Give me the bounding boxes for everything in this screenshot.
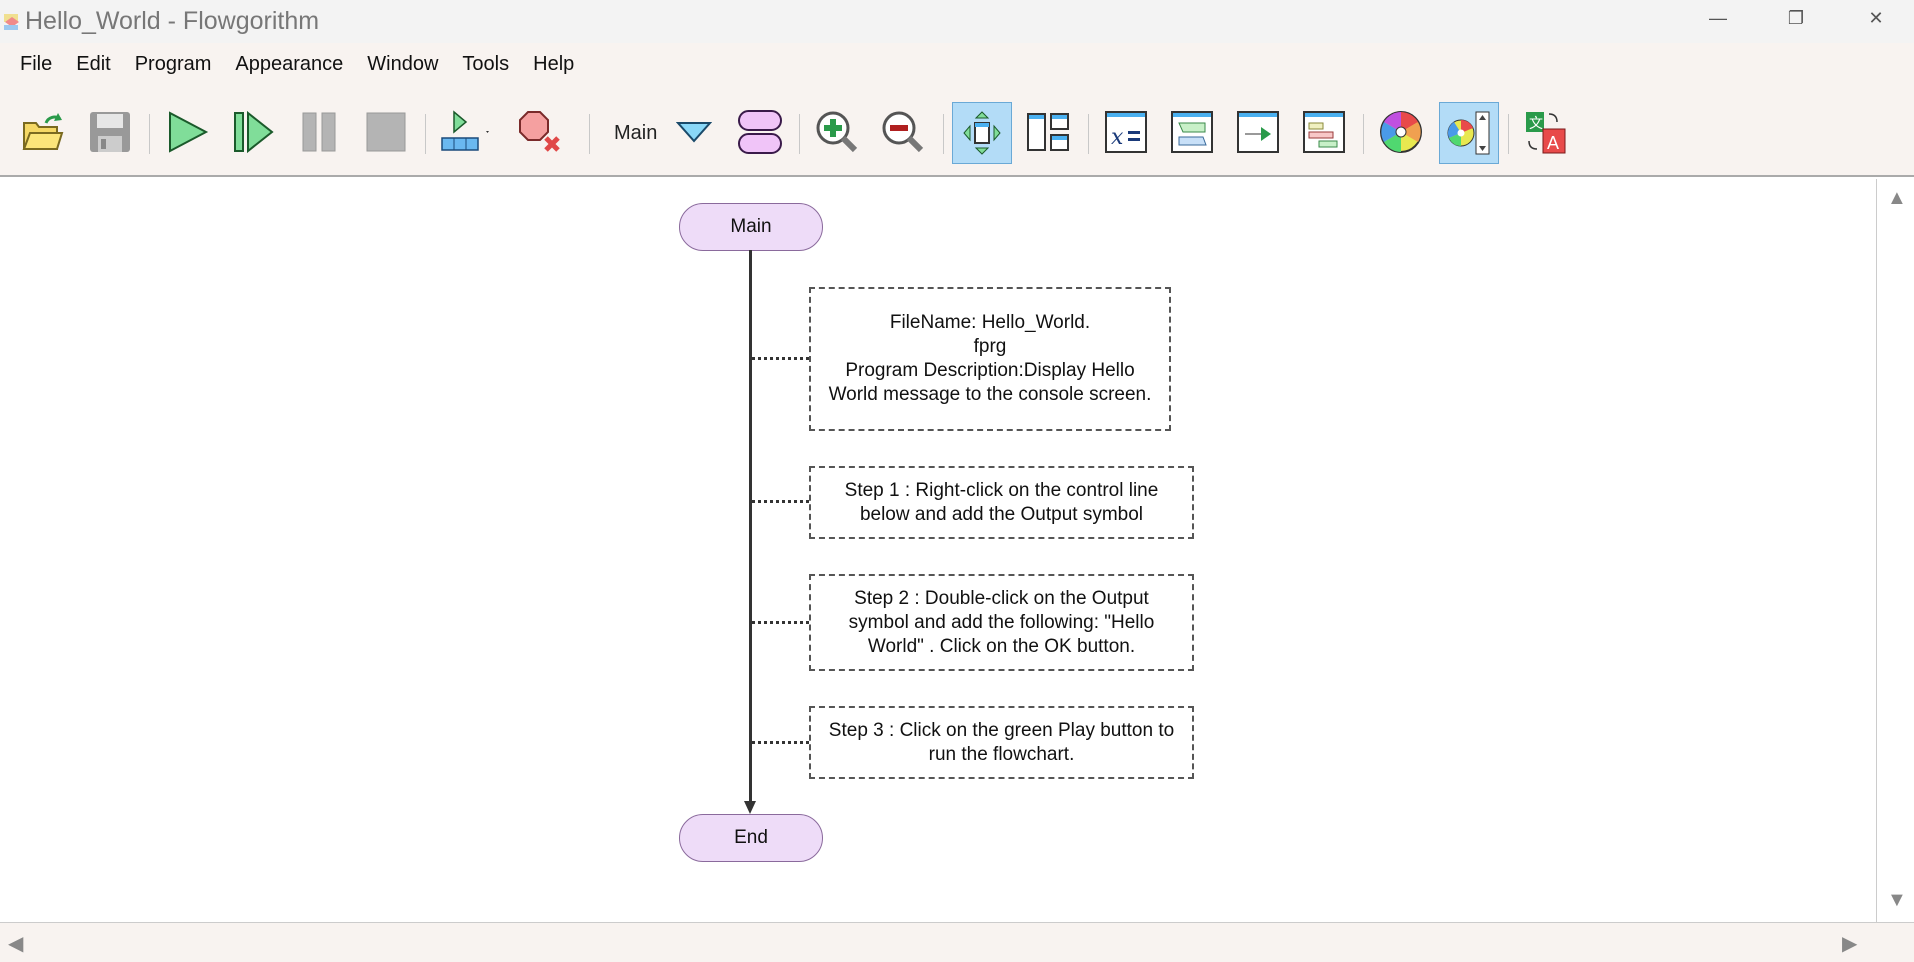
scroll-right-icon[interactable]: ▶: [1842, 933, 1858, 955]
minimize-button[interactable]: —: [1709, 8, 1727, 28]
open-folder-icon: [22, 113, 64, 150]
pause-button[interactable]: [292, 104, 348, 160]
svg-text:x: x: [1111, 125, 1124, 150]
layout-flowchart-button[interactable]: [952, 102, 1012, 164]
function-label: Main: [614, 122, 658, 144]
code-blocks-icon: [1303, 111, 1345, 153]
comment-box[interactable]: FileName: Hello_World. fprg Program Desc…: [809, 287, 1171, 431]
window-title: Hello_World - Flowgorithm: [25, 7, 320, 35]
horizontal-scrollbar[interactable]: ◀ ▶: [0, 922, 1914, 962]
control-line[interactable]: [749, 250, 752, 806]
comment-box[interactable]: Step 1 : Right-click on the control line…: [809, 466, 1194, 539]
comment-connector: [752, 357, 809, 360]
zoom-in-button[interactable]: [809, 104, 865, 160]
arrowhead: [744, 801, 756, 814]
play-icon: [169, 111, 209, 153]
console-button[interactable]: [1164, 104, 1220, 160]
zoom-out-icon: [882, 111, 924, 153]
functions-icon: [738, 110, 782, 154]
title-bar: Hello_World - Flowgorithm — ❐ ✕: [0, 0, 1914, 43]
clear-breakpoint-icon: [519, 111, 560, 152]
menu-bar: File Edit Program Appearance Window Tool…: [0, 43, 1914, 86]
variables-icon: x: [1105, 111, 1147, 153]
function-manager-button[interactable]: [732, 104, 788, 160]
window-panels-icon: [1027, 113, 1069, 151]
vertical-scrollbar[interactable]: ▲ ▼: [1876, 179, 1914, 922]
app-icon: [4, 13, 19, 30]
start-terminal[interactable]: Main: [679, 203, 823, 251]
save-button[interactable]: [82, 104, 138, 160]
stop-icon: [366, 112, 406, 152]
scroll-down-icon[interactable]: ▼: [1887, 889, 1907, 911]
step-button[interactable]: [226, 104, 282, 160]
svg-text:文: 文: [1529, 115, 1543, 131]
menu-file[interactable]: File: [20, 53, 53, 75]
comment-box[interactable]: Step 3 : Click on the green Play button …: [809, 706, 1194, 779]
run-speed-icon: [441, 110, 489, 151]
triangle-down-icon: [676, 122, 712, 143]
open-button[interactable]: [15, 104, 71, 160]
color-scheme-button[interactable]: [1373, 104, 1429, 160]
layout-icon: [963, 111, 1001, 155]
translate-icon: 文A: [1526, 112, 1566, 154]
output-button[interactable]: [1230, 104, 1286, 160]
comment-connector: [752, 621, 809, 624]
output-arrow-icon: [1237, 111, 1279, 153]
step-icon: [234, 110, 274, 154]
pause-icon: [302, 112, 336, 152]
variable-watch-button[interactable]: x: [1098, 104, 1154, 160]
menu-edit[interactable]: Edit: [76, 53, 111, 75]
menu-tools[interactable]: Tools: [462, 53, 510, 75]
close-button[interactable]: ✕: [1868, 8, 1884, 28]
flowchart-canvas[interactable]: Main End FileName: Hello_World. fprg Pro…: [0, 179, 1876, 922]
comment-connector: [752, 500, 809, 503]
end-terminal[interactable]: End: [679, 814, 823, 862]
scroll-up-icon[interactable]: ▲: [1887, 187, 1907, 209]
zoom-out-button[interactable]: [875, 104, 931, 160]
color-scroll-button[interactable]: [1439, 102, 1499, 164]
comment-connector: [752, 741, 809, 744]
save-disk-icon: [90, 112, 130, 152]
menu-window[interactable]: Window: [367, 53, 439, 75]
menu-appearance[interactable]: Appearance: [235, 53, 344, 75]
run-speed-dropdown[interactable]: [438, 104, 504, 160]
window-layout-button[interactable]: [1020, 104, 1076, 160]
stop-button[interactable]: [358, 104, 414, 160]
restore-button[interactable]: ❐: [1787, 8, 1805, 28]
color-scroll-icon: [1447, 111, 1490, 155]
comment-box[interactable]: Step 2 : Double-click on the Output symb…: [809, 574, 1194, 671]
code-view-button[interactable]: [1296, 104, 1352, 160]
svg-text:A: A: [1547, 133, 1559, 153]
scroll-left-icon[interactable]: ◀: [8, 933, 24, 955]
zoom-in-icon: [816, 111, 858, 153]
menu-program[interactable]: Program: [134, 53, 212, 75]
breakpoint-button[interactable]: [512, 104, 568, 160]
color-wheel-icon: [1380, 111, 1422, 153]
run-button[interactable]: [160, 104, 216, 160]
function-dropdown[interactable]: [666, 104, 722, 160]
console-icon: [1171, 111, 1213, 153]
menu-help[interactable]: Help: [533, 53, 575, 75]
